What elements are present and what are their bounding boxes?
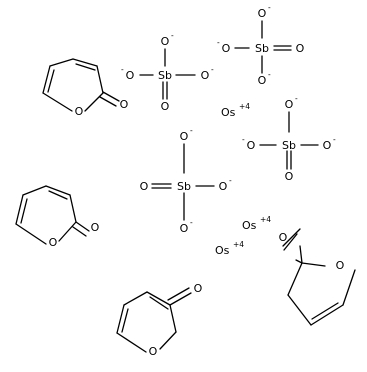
osmium-ion-2: Os +4	[242, 215, 271, 232]
oxygen-label: O	[161, 35, 170, 48]
negative-charge: -	[268, 70, 271, 79]
oxygen-label: O	[285, 98, 294, 111]
antimony-label: Sb	[177, 180, 191, 193]
antimonate-ion-2: Sb O - O - O O -	[217, 3, 305, 87]
antimonate-ion-3: Sb O - O - O - O	[242, 94, 336, 183]
pyranone-molecule-4: O O	[279, 228, 356, 326]
osmium-label: Os	[221, 106, 236, 119]
ring-oxygen-label: O	[336, 259, 345, 272]
pyranone-molecule-3: O O	[116, 282, 203, 358]
osmium-charge: +4	[233, 240, 244, 249]
negative-charge: -	[333, 135, 336, 144]
carbonyl-oxygen-label: O	[120, 98, 129, 111]
osmium-charge: +4	[239, 102, 250, 111]
oxygen-label: O	[222, 42, 231, 55]
oxygen-label: O	[219, 180, 228, 193]
oxygen-label: O	[140, 180, 149, 193]
oxygen-label: O	[201, 69, 210, 82]
oxygen-label: O	[258, 74, 267, 87]
oxygen-label: O	[180, 130, 189, 143]
osmium-ion-3: Os +4	[215, 240, 244, 257]
negative-charge: -	[268, 3, 271, 12]
pyranone-molecule-2: O O	[15, 185, 100, 249]
osmium-charge: +4	[260, 215, 271, 224]
oxygen-label: O	[161, 100, 170, 113]
antimony-label: Sb	[158, 69, 172, 82]
negative-charge: -	[171, 31, 174, 40]
oxygen-label: O	[126, 69, 135, 82]
osmium-ion-1: Os +4	[221, 102, 250, 119]
oxygen-label: O	[296, 42, 305, 55]
negative-charge: -	[190, 218, 193, 227]
carbonyl-oxygen-label: O	[91, 221, 100, 234]
ring-oxygen-label: O	[49, 236, 58, 249]
ring-oxygen-label: O	[75, 105, 84, 118]
antimonate-ion-1: Sb O - O - O - O	[121, 31, 214, 113]
oxygen-label: O	[247, 139, 256, 152]
negative-charge: -	[190, 126, 193, 135]
carbonyl-oxygen-label: O	[279, 231, 288, 244]
osmium-label: Os	[242, 219, 257, 232]
antimony-label: Sb	[255, 42, 269, 55]
carbonyl-oxygen-label: O	[194, 282, 203, 295]
oxygen-label: O	[323, 139, 332, 152]
oxygen-label: O	[180, 222, 189, 235]
antimony-label: Sb	[282, 139, 296, 152]
negative-charge: -	[211, 65, 214, 74]
oxygen-label: O	[258, 7, 267, 20]
negative-charge: -	[217, 38, 220, 47]
negative-charge: -	[242, 135, 245, 144]
antimonate-ion-4: Sb O - O O - O -	[140, 126, 232, 235]
ring-oxygen-label: O	[149, 345, 158, 358]
osmium-label: Os	[215, 244, 230, 257]
negative-charge: -	[229, 176, 232, 185]
negative-charge: -	[121, 65, 124, 74]
oxygen-label: O	[285, 170, 294, 183]
pyranone-molecule-1: O O	[42, 58, 129, 118]
negative-charge: -	[295, 94, 298, 103]
